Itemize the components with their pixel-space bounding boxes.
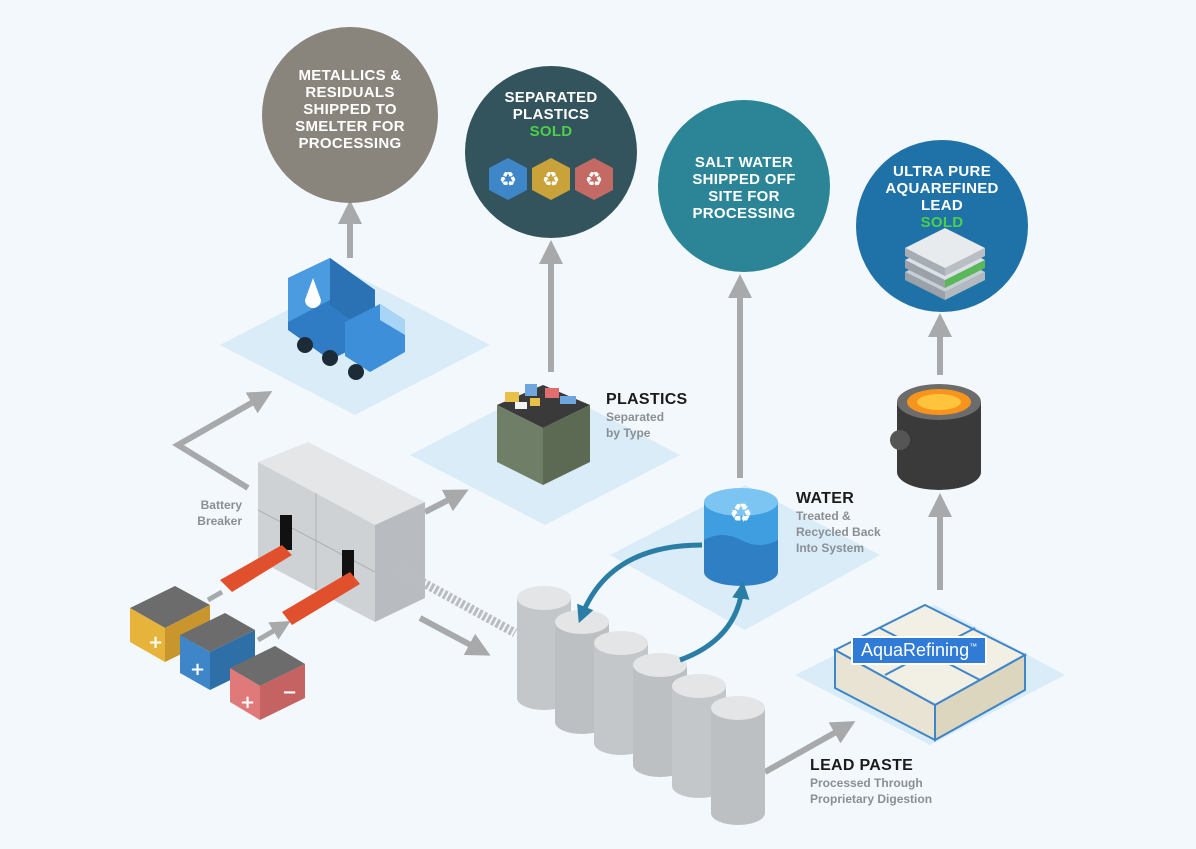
lead-sold-circle-text: ULTRA PURE AQUAREFINED LEAD SOLD — [864, 163, 1020, 231]
lead-sold-line-2: AQUAREFINED — [885, 180, 999, 197]
battery-breaker-line-2: Breaker — [197, 514, 242, 528]
svg-text:+: + — [240, 692, 255, 713]
svg-text:♻: ♻ — [585, 167, 603, 191]
plastics-sold-line-2: PLASTICS — [512, 106, 590, 123]
metallics-line-1: METALLICS & — [298, 67, 402, 84]
arrow-breaker-to-truck — [172, 391, 273, 491]
salt-water-line-2: SHIPPED OFF — [692, 171, 796, 188]
auger-screw — [397, 566, 518, 637]
salt-water-line-3: SITE FOR — [708, 188, 780, 205]
lead-ingots-icon — [905, 228, 985, 300]
plastics-label: PLASTICS Separated by Type — [606, 391, 688, 441]
plastics-sold-circle-text: SEPARATED PLASTICS SOLD — [473, 89, 629, 140]
plastics-sub-2: by Type — [606, 426, 651, 440]
recycle-hex-red-icon: ♻ — [575, 158, 613, 200]
svg-text:♻: ♻ — [542, 167, 560, 191]
aquarefining-tm: ™ — [969, 642, 978, 651]
plastics-bin-icon — [497, 384, 590, 485]
lead-sold-line-3: LEAD — [920, 197, 964, 214]
arrow-battery-to-conveyor2 — [256, 620, 291, 643]
metallics-line-4: SMELTER FOR — [295, 118, 405, 135]
lead-paste-sub-1: Processed Through — [810, 776, 923, 790]
aquarefining-name: AquaRefining — [861, 640, 970, 660]
salt-water-line-4: PROCESSING — [692, 205, 796, 222]
svg-text:♻: ♻ — [729, 499, 752, 529]
svg-text:+: + — [190, 659, 205, 680]
salt-water-line-1: SALT WATER — [694, 154, 794, 171]
furnace-icon — [890, 384, 981, 490]
water-feed-arrow — [679, 581, 750, 663]
salt-water-circle — [658, 100, 830, 272]
battery-breaker-line-1: Battery — [200, 498, 242, 512]
digestion-cylinders — [517, 586, 765, 825]
water-sub-3: Into System — [796, 541, 865, 555]
water-title: WATER — [796, 490, 855, 507]
arrow-cylinders-to-aquarefining — [763, 721, 856, 775]
lead-paste-label: LEAD PASTE Processed Through Proprietary… — [810, 757, 932, 807]
lead-paste-sub-2: Proprietary Digestion — [810, 792, 933, 806]
salt-water-circle-text: SALT WATER SHIPPED OFF SITE FOR PROCESSI… — [666, 154, 822, 222]
plastics-title: PLASTICS — [606, 391, 688, 408]
arrow-battery-to-conveyor1 — [206, 589, 224, 603]
water-tank-icon: ♻ — [704, 488, 778, 586]
battery-pink-icon: + − — [230, 646, 305, 720]
truck-icon — [288, 258, 405, 380]
metallics-circle-text: METALLICS & RESIDUALS SHIPPED TO SMELTER… — [272, 67, 428, 152]
conveyor-2 — [282, 572, 360, 625]
metallics-line-2: RESIDUALS — [305, 84, 395, 101]
svg-text:+: + — [148, 632, 163, 653]
plastics-sold-badge: SOLD — [529, 123, 573, 140]
battery-blue-icon: + — [180, 613, 255, 690]
arrow-breaker-to-plastics — [423, 489, 469, 515]
metallics-line-3: SHIPPED TO — [303, 101, 397, 118]
metallics-circle — [262, 27, 438, 203]
battery-breaker-label: Battery Breaker — [180, 497, 242, 529]
arrow-breaker-to-cylinders — [418, 615, 491, 656]
lead-sold-circle — [856, 140, 1028, 312]
plastics-sub-1: Separated — [606, 410, 665, 424]
svg-text:−: − — [282, 682, 297, 703]
recycle-hex-gold-icon: ♻ — [532, 158, 570, 200]
metallics-line-5: PROCESSING — [298, 135, 402, 152]
water-sub-2: Recycled Back — [796, 525, 881, 539]
aquarefining-cells — [832, 603, 1028, 742]
water-return-arrow — [577, 542, 703, 624]
plastics-sold-line-1: SEPARATED — [504, 89, 598, 106]
conveyor-1 — [220, 545, 292, 592]
lead-sold-badge: SOLD — [920, 214, 964, 231]
aquarefining-logo: AquaRefining™ — [851, 636, 988, 665]
recycle-hex-blue-icon: ♻ — [489, 158, 527, 200]
water-label: WATER Treated & Recycled Back Into Syste… — [796, 490, 881, 556]
lead-paste-title: LEAD PASTE — [810, 757, 914, 774]
svg-text:♻: ♻ — [499, 167, 517, 191]
lead-sold-line-1: ULTRA PURE — [893, 163, 991, 180]
water-sub-1: Treated & — [796, 509, 851, 523]
